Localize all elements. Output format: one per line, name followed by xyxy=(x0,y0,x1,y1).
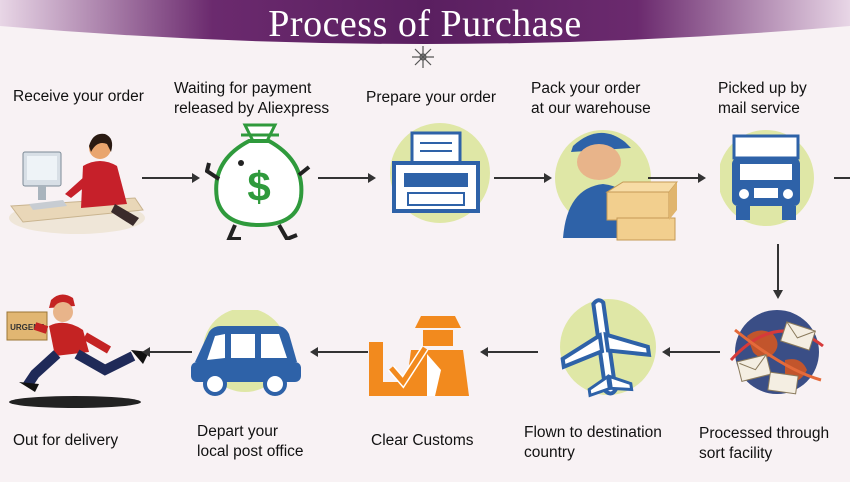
page-title: Process of Purchase xyxy=(268,3,582,45)
money-bag-icon: $ xyxy=(205,123,311,240)
step-label-receive-order: Receive your order xyxy=(13,88,144,105)
arrow-left-1 xyxy=(662,347,720,357)
arrow-down xyxy=(773,244,783,299)
car-icon xyxy=(191,310,301,396)
globe-envelopes-icon xyxy=(729,310,824,395)
arrow-right-2 xyxy=(318,173,376,183)
truck-icon xyxy=(720,130,814,226)
title-banner xyxy=(0,0,850,44)
arrow-right-4 xyxy=(648,173,706,183)
step-label-prepare-order: Prepare your order xyxy=(366,89,497,106)
arrow-right-3 xyxy=(494,173,552,183)
person-at-computer-icon xyxy=(9,133,145,234)
warehouse-worker-icon xyxy=(555,130,678,241)
arrow-left-3 xyxy=(310,347,368,357)
running-courier-icon: URGENT xyxy=(6,294,149,408)
svg-text:$: $ xyxy=(247,163,270,210)
arrow-left-4 xyxy=(142,347,192,357)
arrow-right-edge xyxy=(834,177,850,179)
snowflake-ornament-icon xyxy=(412,46,434,68)
customs-officer-icon xyxy=(369,316,469,396)
parcel-label: URGENT xyxy=(10,323,44,332)
step-label-out-for-delivery: Out for delivery xyxy=(13,432,119,449)
step-label-clear-customs: Clear Customs xyxy=(371,432,474,449)
arrow-left-2 xyxy=(480,347,538,357)
airplane-icon xyxy=(560,298,656,398)
arrow-right-1 xyxy=(142,173,200,183)
printer-icon xyxy=(390,123,490,223)
